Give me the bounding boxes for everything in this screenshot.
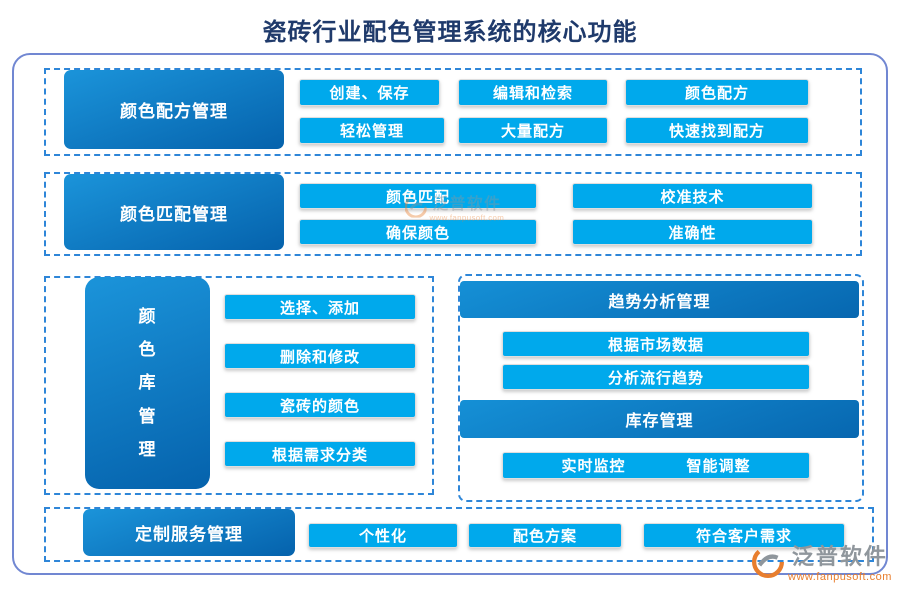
section-custom — [44, 507, 874, 562]
trend-title-bar: 趋势分析管理 — [460, 281, 859, 318]
node-ensure-color: 确保颜色 — [299, 219, 537, 245]
node-meet-customer-needs: 符合客户需求 — [643, 523, 845, 548]
node-accuracy: 准确性 — [572, 219, 813, 245]
node-create-save: 创建、保存 — [299, 79, 440, 106]
watermark-text: 泛普软件 www.fanpusoft.com — [788, 544, 892, 584]
node-classify-by-need: 根据需求分类 — [224, 441, 416, 467]
page-title: 瓷砖行业配色管理系统的核心功能 — [262, 19, 638, 46]
section-recipe — [44, 68, 862, 156]
fanpu-logo-icon — [405, 196, 427, 218]
node-color-recipe: 颜色配方 — [625, 79, 809, 106]
inventory-title-bar: 库存管理 — [460, 400, 859, 438]
node-analyze-trends: 分析流行趋势 — [502, 364, 810, 390]
section-trend-inventory — [458, 274, 864, 502]
fanpu-logo-icon — [752, 546, 784, 578]
node-tile-colors: 瓷砖的颜色 — [224, 392, 416, 418]
section-matching — [44, 172, 862, 256]
watermark-faint: 泛普软件 www.fanpusoft.com — [405, 196, 504, 223]
node-quick-find: 快速找到配方 — [625, 117, 809, 144]
node-edit-search: 编辑和检索 — [458, 79, 608, 106]
watermark-url: www.fanpusoft.com — [788, 571, 892, 583]
node-easy-manage: 轻松管理 — [299, 117, 445, 144]
node-smart-adjust: 智能调整 — [686, 458, 751, 475]
section-library — [44, 276, 434, 495]
node-color-scheme: 配色方案 — [468, 523, 622, 548]
node-inventory-duo: 实时监控 智能调整 — [502, 452, 810, 479]
library-title-vertical: 颜色库管理 — [138, 307, 157, 459]
watermark-brand: 泛普软件 — [432, 194, 502, 213]
watermark-url: www.fanpusoft.com — [429, 214, 505, 223]
recipe-title-box: 颜色配方管理 — [64, 70, 284, 149]
outer-frame — [12, 53, 888, 575]
custom-title-box: 定制服务管理 — [83, 509, 295, 556]
node-realtime-monitor: 实时监控 — [561, 458, 626, 475]
watermark: 泛普软件 www.fanpusoft.com — [752, 546, 892, 583]
node-select-add: 选择、添加 — [224, 294, 416, 320]
library-title-box: 颜色库管理 — [85, 277, 210, 489]
node-color-match: 颜色匹配 — [299, 183, 537, 209]
node-many-recipes: 大量配方 — [458, 117, 608, 144]
watermark-brand: 泛普软件 — [791, 544, 888, 569]
node-market-data: 根据市场数据 — [502, 331, 810, 357]
node-personalized: 个性化 — [308, 523, 458, 548]
node-delete-modify: 删除和修改 — [224, 343, 416, 369]
watermark-faint-text: 泛普软件 www.fanpusoft.com — [429, 196, 504, 223]
node-calibration: 校准技术 — [572, 183, 813, 209]
matching-title-box: 颜色匹配管理 — [64, 174, 284, 250]
